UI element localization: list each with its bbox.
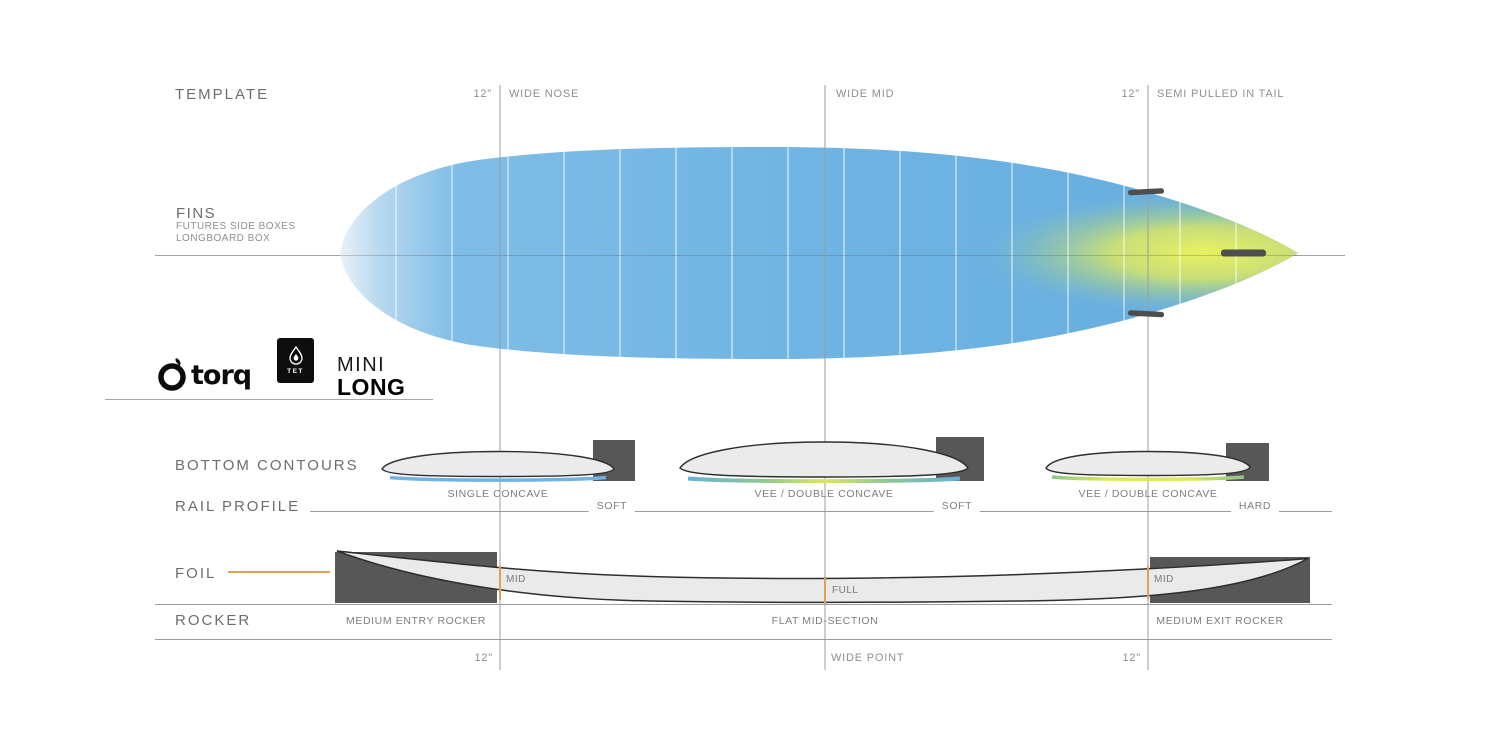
model-line-2: LONG <box>337 374 406 400</box>
model-name: MINI LONG <box>337 355 405 399</box>
contour-strip-single-concave <box>389 475 607 482</box>
rocker-title: ROCKER <box>175 612 252 629</box>
foil-label-mid-nose: MID <box>506 574 526 585</box>
longboard-fin-box-icon <box>1221 249 1266 257</box>
foil-side-profile <box>336 550 1309 604</box>
bottom-contours-title: BOTTOM CONTOURS <box>175 457 359 474</box>
tet-logo-text: TET <box>287 368 304 375</box>
wide-point-label: WIDE POINT <box>831 652 905 664</box>
wide-mid-label: WIDE MID <box>836 88 895 100</box>
rail-profile-title: RAIL PROFILE <box>175 498 311 515</box>
tet-logo-box: TET <box>277 338 314 383</box>
tail-color-glow <box>340 147 1298 359</box>
side-fin-box-top-icon <box>1127 188 1164 196</box>
template-title: TEMPLATE <box>175 86 270 103</box>
model-line-1: MINI <box>337 354 386 376</box>
rocker-entry-label: MEDIUM ENTRY ROCKER <box>346 615 486 627</box>
contour-label-3: VEE / DOUBLE CONCAVE <box>1078 488 1218 500</box>
contour-vee-double-tail <box>1045 450 1251 477</box>
contour-label-2: VEE / DOUBLE CONCAVE <box>754 488 894 500</box>
contour-vee-double-mid <box>679 441 969 478</box>
side-fin-box-bottom-icon <box>1128 310 1165 318</box>
contour-strip-vee-double-tail <box>1051 475 1245 481</box>
fins-title: FINS <box>176 205 217 222</box>
tet-flame-icon <box>288 346 303 365</box>
foil-label-mid-tail: MID <box>1154 574 1174 585</box>
foil-title: FOIL <box>175 565 217 582</box>
bottom-measure-left: 12" <box>474 652 493 664</box>
bottom-measure-right: 12" <box>1122 652 1141 664</box>
torq-logo: torq <box>157 357 252 393</box>
contour-label-1: SINGLE CONCAVE <box>447 488 549 500</box>
fins-detail-2: LONGBOARD BOX <box>176 233 271 244</box>
rail-label-hard: HARD <box>1230 500 1280 512</box>
rail-label-soft-2: SOFT <box>933 500 981 512</box>
torq-wordmark: torq <box>191 359 252 391</box>
tail-shape-label: SEMI PULLED IN TAIL <box>1157 88 1285 100</box>
torq-circle-flame-icon <box>158 358 186 391</box>
wide-nose-label: WIDE NOSE <box>509 88 580 100</box>
nose-measure-label: 12" <box>473 88 492 100</box>
rocker-mid-label: FLAT MID-SECTION <box>771 615 879 627</box>
contour-single-concave <box>381 450 615 478</box>
rail-label-soft-1: SOFT <box>588 500 636 512</box>
contour-strip-vee-double-mid <box>687 476 961 484</box>
foil-label-full: FULL <box>832 585 859 596</box>
tail-measure-label: 12" <box>1121 88 1140 100</box>
fins-detail-1: FUTURES SIDE BOXES <box>176 221 296 232</box>
rocker-exit-label: MEDIUM EXIT ROCKER <box>1156 615 1284 627</box>
